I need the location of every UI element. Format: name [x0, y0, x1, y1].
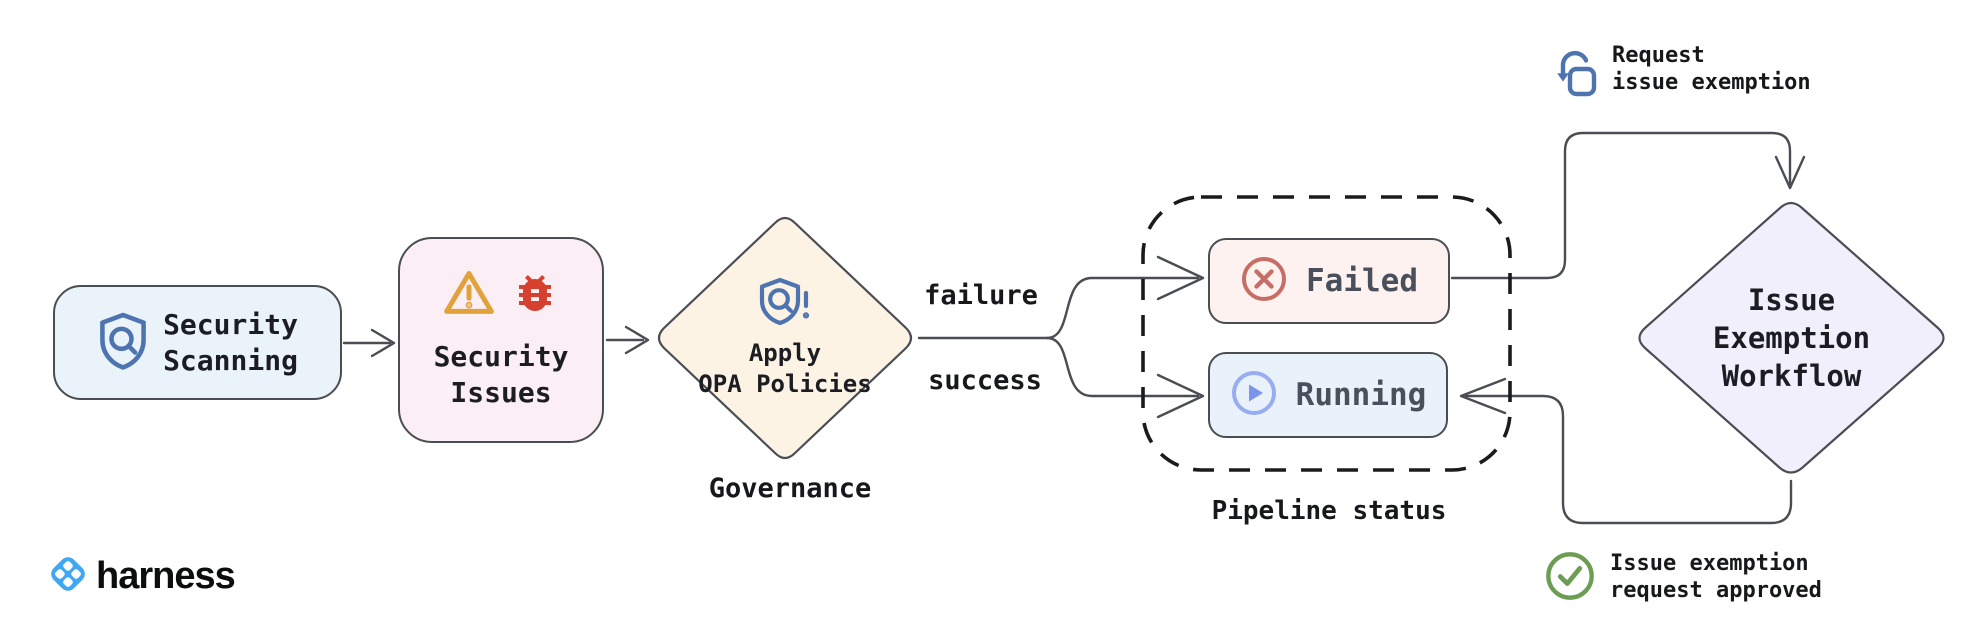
- play-circle-icon: [1230, 369, 1278, 421]
- bug-icon: [511, 269, 559, 321]
- tap-icon: [1554, 48, 1598, 104]
- approved-annotation: Issue exemption request approved: [1544, 550, 1822, 606]
- success-edge-label: success: [928, 365, 1042, 396]
- annotation-text: Issue exemption request approved: [1610, 551, 1822, 603]
- node-label: Security Scanning: [163, 307, 298, 377]
- node-label: Security Issues: [433, 340, 569, 409]
- pipeline-status-caption: Pipeline status: [1211, 496, 1447, 526]
- failure-edge-label: failure: [924, 280, 1038, 311]
- check-circle-icon: [1544, 550, 1596, 606]
- node-issue-exemption-workflow: Issue Exemption Workflow: [1634, 198, 1949, 478]
- arrowhead: [1156, 373, 1205, 419]
- node-failed: Failed: [1208, 238, 1450, 324]
- pipeline-status-group-border: [1141, 195, 1512, 472]
- edge-success: [1045, 336, 1200, 398]
- request-exemption-annotation: Request issue exemption: [1554, 42, 1811, 104]
- node-apply-opa-policies: Apply OPA Policies: [653, 213, 917, 463]
- node-label: Apply OPA Policies: [698, 339, 872, 398]
- arrowhead: [1459, 377, 1507, 415]
- harness-wordmark: harness: [96, 554, 236, 597]
- shield-search-icon: [97, 311, 149, 375]
- node-running: Running: [1208, 352, 1448, 438]
- shield-alert-icon: [757, 276, 813, 332]
- issue-exemption-diamond-shape: [1638, 201, 1945, 474]
- node-label: Issue Exemption Workflow: [1712, 283, 1871, 393]
- harness-brand: harness: [46, 552, 236, 600]
- governance-caption: Governance: [708, 473, 872, 504]
- opa-diamond-shape: [657, 216, 913, 460]
- x-circle-icon: [1240, 255, 1288, 307]
- node-security-scanning: Security Scanning: [53, 285, 342, 400]
- node-label: Running: [1295, 377, 1427, 413]
- issue-icons-row: [443, 269, 559, 321]
- arrowhead: [624, 325, 650, 355]
- edge-workflow-to-running: [1464, 394, 1793, 525]
- arrowhead: [370, 328, 396, 358]
- edge-failed-to-workflow: [1450, 131, 1792, 280]
- node-security-issues: Security Issues: [398, 237, 604, 443]
- edge-failure: [1045, 276, 1200, 340]
- arrowhead: [1156, 255, 1205, 301]
- warning-icon: [443, 269, 495, 321]
- annotation-text: Request issue exemption: [1612, 43, 1811, 95]
- arrowhead: [1774, 155, 1806, 190]
- harness-logo-icon: [46, 552, 90, 600]
- node-label: Failed: [1306, 263, 1418, 299]
